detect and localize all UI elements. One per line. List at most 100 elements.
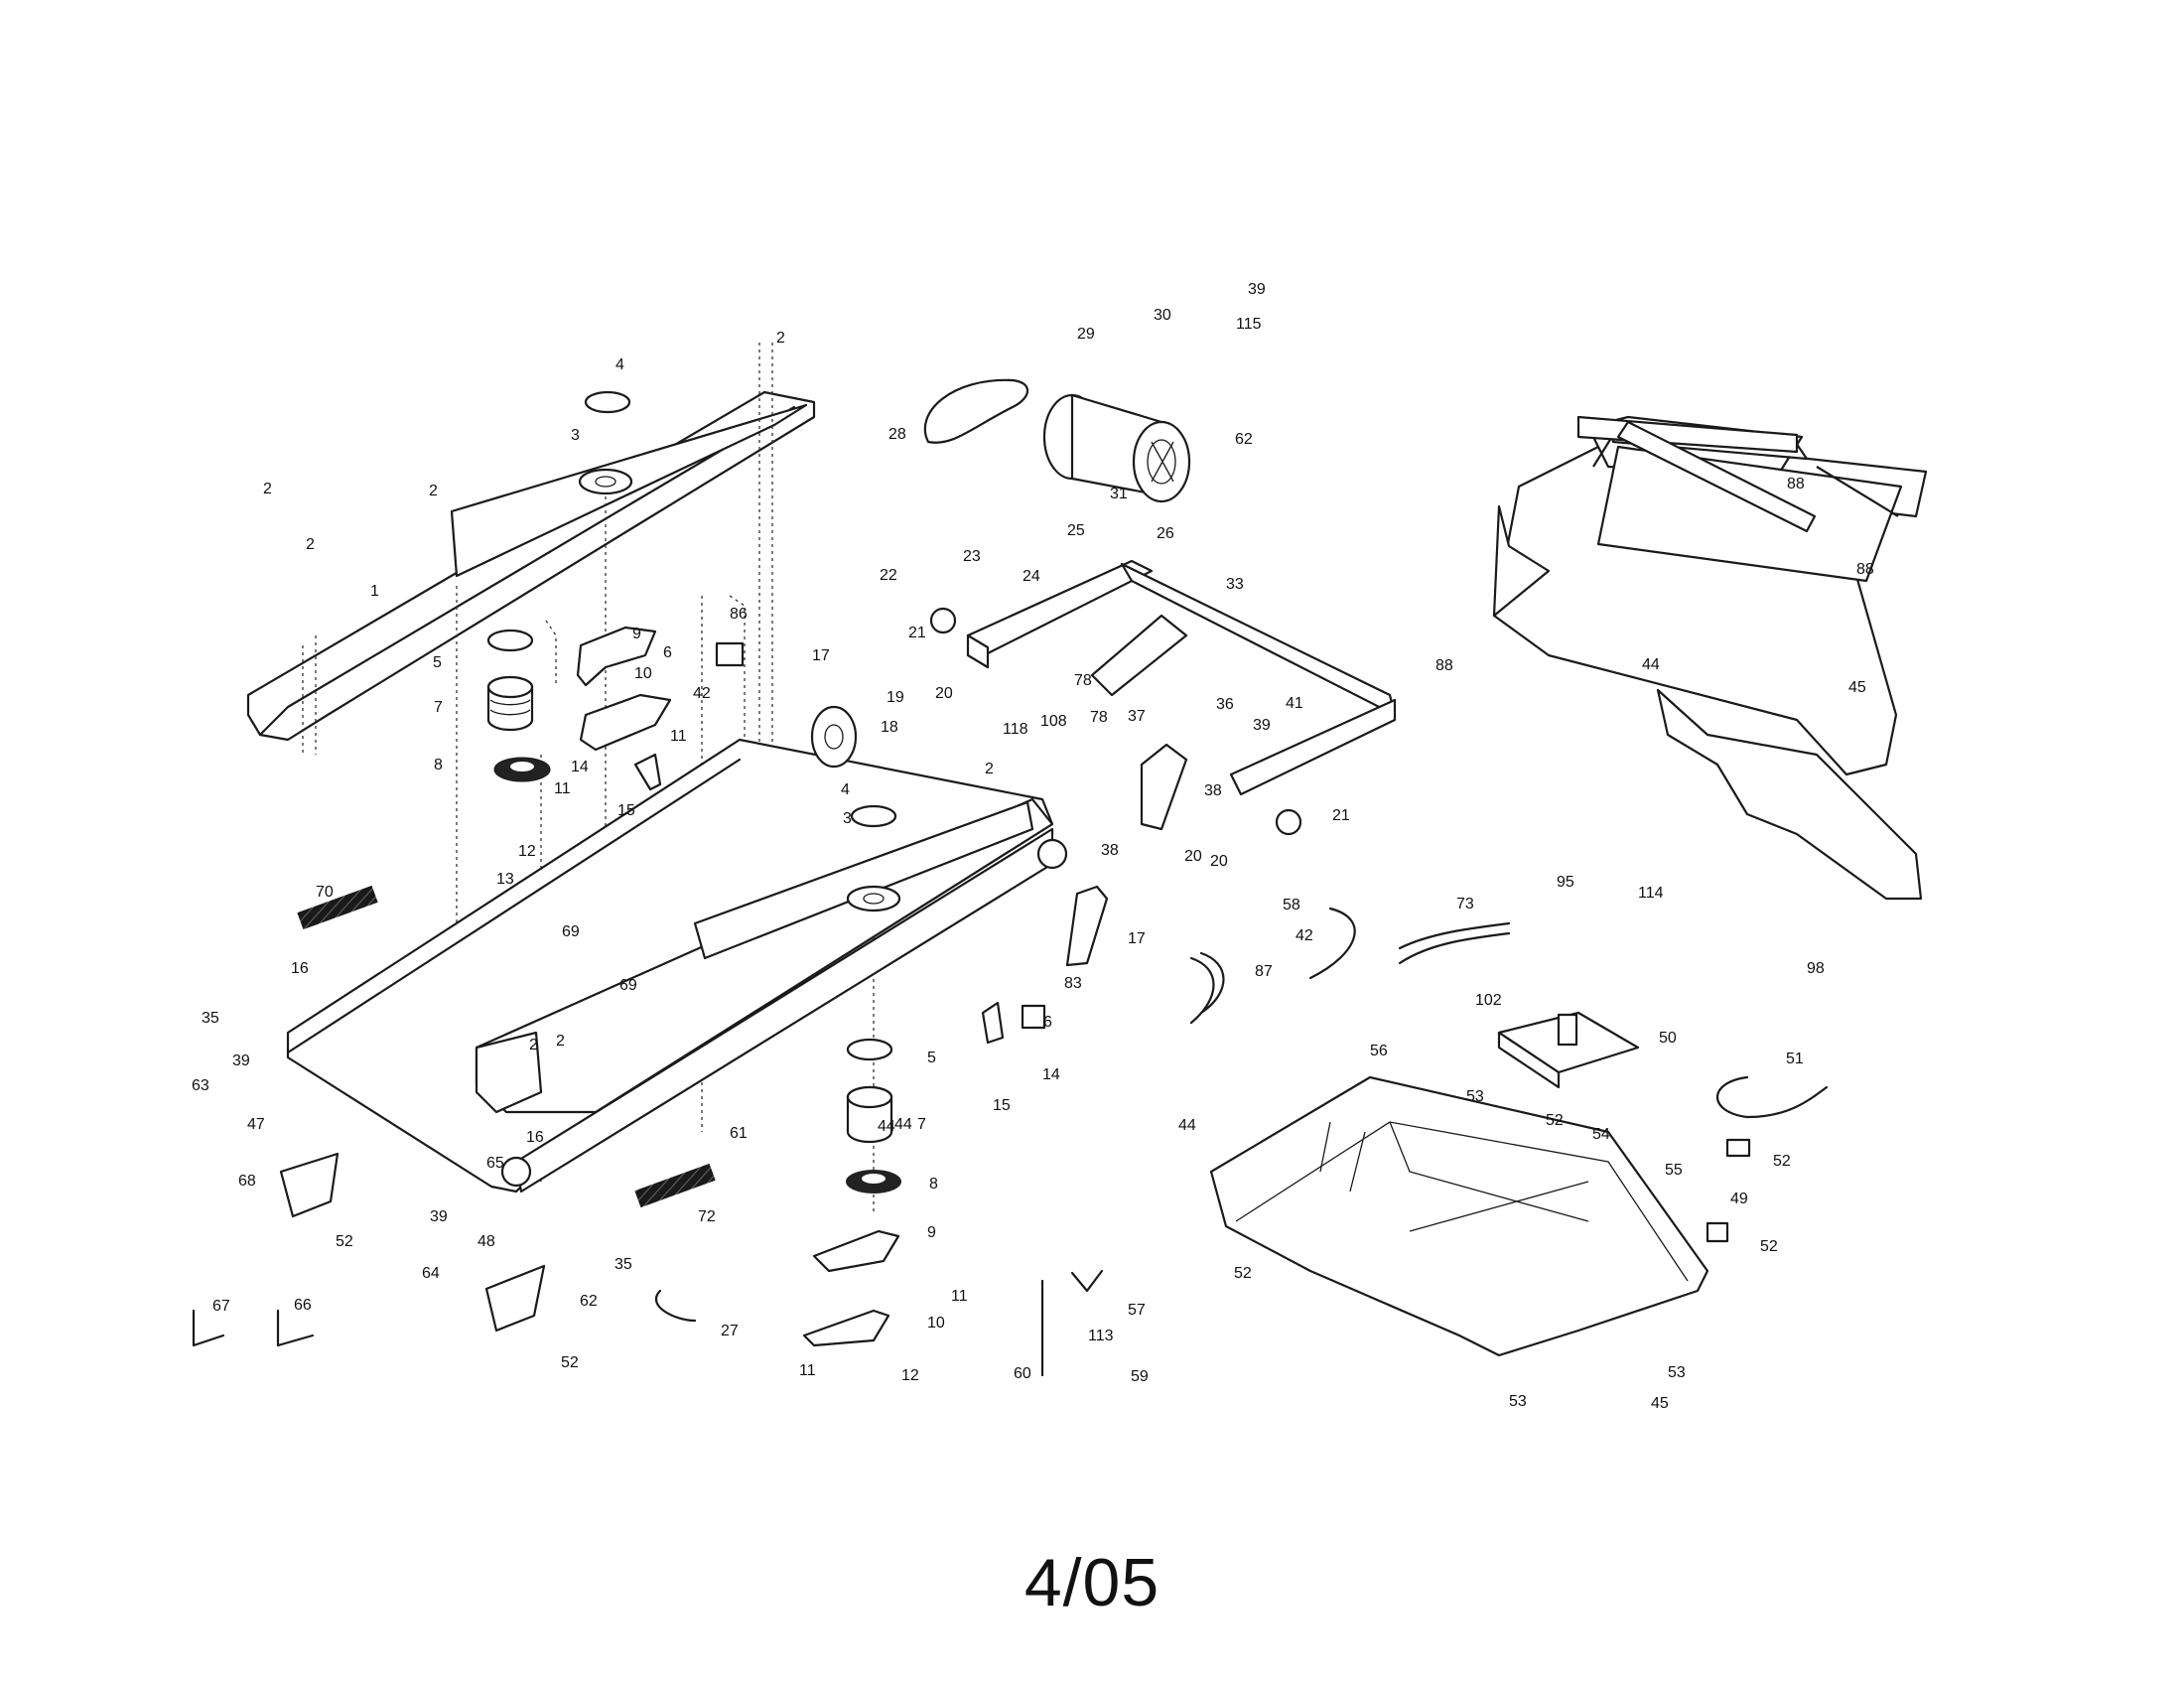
motor-bracket bbox=[1140, 743, 1188, 831]
part-label-44: 44 bbox=[878, 1118, 895, 1135]
part-label-23: 23 bbox=[963, 548, 981, 565]
power-switch bbox=[1725, 1138, 1751, 1158]
part-label-35: 35 bbox=[202, 1010, 219, 1027]
part-label-11: 11 bbox=[951, 1288, 968, 1305]
part-label-1: 1 bbox=[370, 583, 379, 600]
part-label-57: 57 bbox=[1128, 1302, 1146, 1319]
part-label-53: 53 bbox=[1466, 1088, 1484, 1105]
part-label-98: 98 bbox=[1807, 960, 1825, 977]
drive-motor bbox=[1042, 393, 1191, 503]
part-label-62: 62 bbox=[1235, 431, 1253, 448]
part-label-17: 17 bbox=[1128, 930, 1146, 947]
part-label-67: 67 bbox=[212, 1298, 230, 1315]
power-cord bbox=[1716, 1075, 1829, 1119]
part-label-5: 5 bbox=[927, 1050, 936, 1066]
part-label-24: 24 bbox=[1023, 568, 1040, 585]
part-label-49: 49 bbox=[1730, 1191, 1748, 1207]
part-label-44: 44 bbox=[1642, 656, 1660, 673]
circuit-breaker bbox=[1706, 1221, 1729, 1243]
part-label-70: 70 bbox=[316, 884, 334, 901]
part-label-9: 9 bbox=[927, 1224, 936, 1241]
clip-27 bbox=[654, 1289, 697, 1323]
part-label-36: 36 bbox=[1216, 696, 1234, 713]
part-label-69: 69 bbox=[619, 977, 637, 994]
part-label-52: 52 bbox=[1760, 1238, 1778, 1255]
brackets-left bbox=[576, 626, 745, 791]
wire-70 bbox=[1398, 921, 1511, 965]
part-label-47: 47 bbox=[247, 1116, 265, 1133]
part-label-27: 27 bbox=[721, 1323, 739, 1339]
part-label-114: 114 bbox=[1638, 885, 1664, 902]
part-label-2: 2 bbox=[429, 483, 438, 499]
part-label-2: 2 bbox=[776, 330, 785, 347]
motor-control-board bbox=[1497, 1011, 1640, 1089]
part-label-87: 87 bbox=[1255, 963, 1273, 980]
part-label-52: 52 bbox=[561, 1354, 579, 1371]
part-label-45: 45 bbox=[1651, 1395, 1669, 1412]
part-label-11: 11 bbox=[670, 728, 687, 745]
part-label-64: 64 bbox=[422, 1265, 440, 1282]
hood-trim-87 bbox=[1616, 420, 1817, 533]
base-frame bbox=[966, 559, 1397, 796]
part-label-63: 63 bbox=[192, 1077, 209, 1094]
leveling-leg-right bbox=[484, 1264, 546, 1333]
part-label-88: 88 bbox=[1856, 561, 1874, 578]
part-label-78: 78 bbox=[1074, 672, 1092, 689]
part-label-115: 115 bbox=[1236, 316, 1262, 333]
part-label-19: 19 bbox=[887, 689, 904, 706]
part-label-108: 108 bbox=[1040, 713, 1067, 730]
part-label-68: 68 bbox=[238, 1173, 256, 1190]
part-label-35: 35 bbox=[614, 1256, 632, 1273]
part-label-38: 38 bbox=[1204, 782, 1222, 799]
part-label-29: 29 bbox=[1077, 326, 1095, 343]
part-label-44: 44 bbox=[1178, 1117, 1196, 1134]
part-label-20: 20 bbox=[935, 685, 953, 702]
part-label-18: 18 bbox=[881, 719, 898, 736]
part-label-52: 52 bbox=[1234, 1265, 1252, 1282]
part-label-20: 20 bbox=[1210, 853, 1228, 870]
hex-key-65 bbox=[192, 1309, 225, 1347]
part-label-12: 12 bbox=[518, 843, 536, 860]
part-label-95: 95 bbox=[1557, 874, 1574, 891]
part-label-8: 8 bbox=[434, 757, 443, 773]
part-label-6: 6 bbox=[1043, 1014, 1052, 1031]
part-label-11: 11 bbox=[799, 1362, 816, 1379]
part-label-38: 38 bbox=[1101, 842, 1119, 859]
part-label-11: 11 bbox=[554, 780, 571, 797]
part-label-9: 9 bbox=[632, 626, 641, 642]
part-label-4: 4 bbox=[615, 356, 624, 373]
part-label-2: 2 bbox=[556, 1033, 565, 1050]
part-label-2: 2 bbox=[985, 761, 994, 777]
part-label-42: 42 bbox=[1296, 927, 1313, 944]
part-label-39: 39 bbox=[1253, 717, 1271, 734]
part-label-37: 37 bbox=[1128, 708, 1146, 725]
part-label-30: 30 bbox=[1154, 307, 1171, 324]
part-label-88: 88 bbox=[1787, 476, 1805, 492]
part-label-3: 3 bbox=[571, 427, 580, 444]
part-label-17: 17 bbox=[812, 647, 830, 664]
part-label-2: 2 bbox=[529, 1037, 538, 1053]
part-label-55: 55 bbox=[1665, 1162, 1683, 1179]
part-label-2: 2 bbox=[306, 536, 315, 553]
part-label-52: 52 bbox=[336, 1233, 353, 1250]
part-label-52: 52 bbox=[1546, 1112, 1564, 1129]
part-label-41: 41 bbox=[1286, 695, 1303, 712]
part-label-8: 8 bbox=[929, 1176, 938, 1193]
part-label-16: 16 bbox=[291, 960, 309, 977]
part-label-28: 28 bbox=[888, 426, 906, 443]
part-label-73: 73 bbox=[1456, 896, 1474, 912]
part-label-56: 56 bbox=[1370, 1043, 1388, 1059]
grip-strip-lower bbox=[634, 1163, 716, 1208]
part-label-102: 102 bbox=[1475, 992, 1502, 1009]
deck-and-belt bbox=[286, 738, 1068, 1193]
leveling-leg-left bbox=[279, 1152, 340, 1218]
part-label-5: 5 bbox=[433, 654, 442, 671]
part-label-26: 26 bbox=[1157, 525, 1174, 542]
page-number: 4/05 bbox=[1024, 1545, 1160, 1620]
part-label-13: 13 bbox=[496, 871, 514, 888]
cable-tie-55 bbox=[1070, 1269, 1104, 1293]
part-label-83: 83 bbox=[1064, 975, 1082, 992]
part-label-16: 16 bbox=[526, 1129, 544, 1146]
